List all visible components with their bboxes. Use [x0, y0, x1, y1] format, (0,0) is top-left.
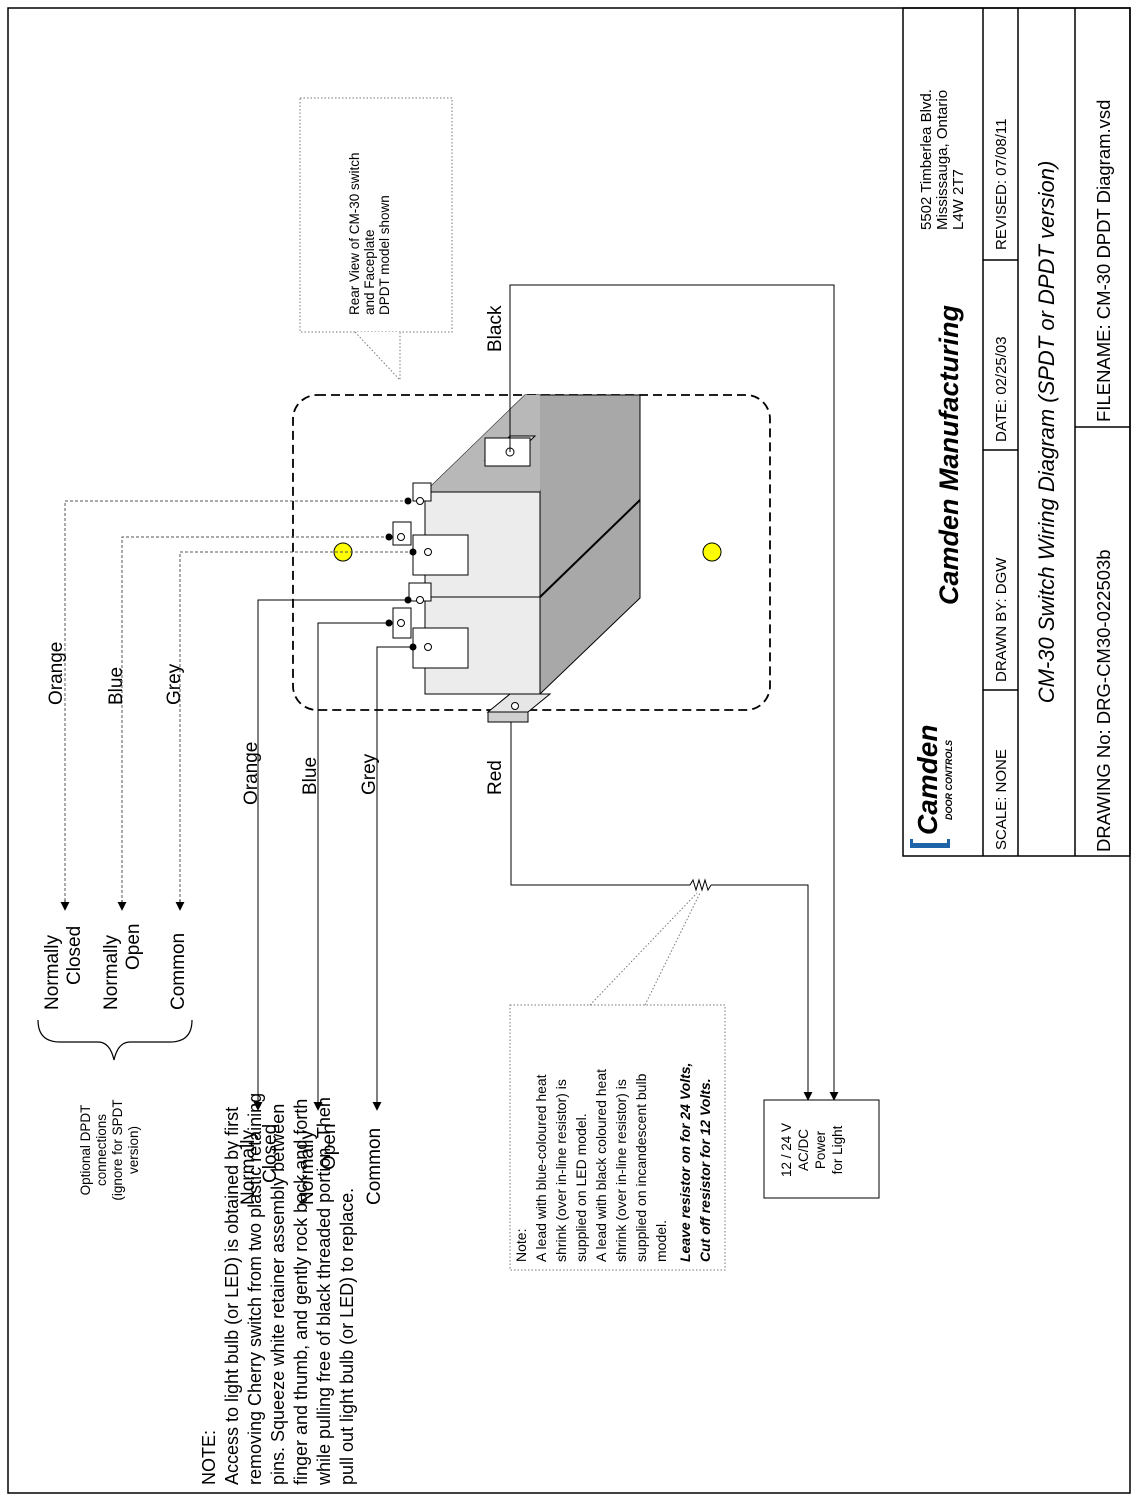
logo-subtitle: DOOR CONTROLS	[944, 740, 954, 820]
access-note-line: while pulling free of black threaded por…	[314, 1097, 334, 1486]
callout-line-3: DPDT model shown	[377, 195, 392, 315]
black-wire-label: Black	[485, 305, 506, 352]
note-line: A lead with black coloured heat	[593, 1069, 609, 1262]
note-line: supplied on LED model.	[573, 1113, 589, 1262]
note-line: Cut off resistor for 12 Volts.	[697, 1078, 713, 1262]
drawing-number: DRAWING No: DRG-CM30-022503b	[1093, 549, 1114, 852]
wire-label: Blue	[106, 667, 127, 705]
callout-line-1: Rear View of CM-30 switch	[347, 152, 362, 315]
terminal-label: Normally	[238, 1130, 259, 1205]
terminal-label: Normally	[101, 935, 122, 1010]
power-line: for Light	[830, 1125, 845, 1174]
access-note-line: pull out light bulb (or LED) to replace.	[337, 1188, 357, 1485]
black-wire	[509, 284, 839, 1101]
terminal-label: Closed	[64, 926, 85, 985]
rear-view-callout: Rear View of CM-30 switch and Faceplate …	[299, 97, 453, 382]
note-line: supplied on incandescent bulb	[633, 1073, 649, 1262]
led-indicator	[702, 542, 722, 562]
note-line: Leave resistor on for 24 Volts,	[677, 1063, 693, 1262]
power-line: Power	[813, 1130, 828, 1169]
logo-name: Camden	[912, 725, 943, 835]
wire-label: Blue	[300, 757, 321, 795]
terminal-upper-com	[412, 534, 469, 576]
access-note-line: pins. Squeeze white retainer assembly be…	[268, 1104, 288, 1485]
title-block: Camden DOOR CONTROLS Camden Manufacturin…	[902, 7, 1131, 857]
note-line: A lead with blue-coloured heat	[533, 1074, 549, 1262]
red-wire-label: Red	[485, 760, 506, 795]
dpdt-wires-dashed	[64, 500, 413, 908]
dpdt-brace	[37, 1019, 193, 1061]
red-wire	[510, 722, 813, 1101]
company-name: Camden Manufacturing	[934, 304, 964, 605]
terminal-labels-upper: Normally Closed Normally Open Common	[42, 924, 189, 1010]
optional-note-line: Optional DPDT	[78, 1105, 93, 1196]
access-note-line: finger and thumb, and gently rock back a…	[291, 1099, 311, 1485]
wire-label: Orange	[241, 742, 262, 805]
filename-field: FILENAME: CM-30 DPDT Diagram.vsd	[1093, 100, 1114, 422]
spdt-junctions	[385, 596, 417, 651]
power-line: AC/DC	[796, 1129, 811, 1171]
drawing-title: CM-30 Switch Wiring Diagram (SPDT or DPD…	[1034, 161, 1059, 704]
callout-line-2: and Faceplate	[362, 229, 377, 315]
terminal-label: Closed	[260, 1124, 281, 1183]
optional-note-line: version)	[126, 1126, 141, 1174]
terminal-label: Normally	[42, 935, 63, 1010]
wire-label: Grey	[359, 753, 380, 795]
note-line: Note:	[513, 1229, 529, 1262]
camden-logo: Camden DOOR CONTROLS	[910, 725, 954, 848]
power-box: 12 / 24 V AC/DC Power for Light	[763, 1099, 880, 1199]
date-field: DATE: 02/25/03	[993, 336, 1010, 442]
access-note: NOTE: Access to light bulb (or LED) is o…	[199, 1093, 357, 1486]
note-line: model.	[653, 1220, 669, 1262]
switch-body	[333, 394, 722, 723]
spdt-wires-solid	[253, 599, 413, 1111]
terminal-label: Common	[168, 933, 189, 1010]
revised-field: REVISED: 07/08/11	[993, 119, 1010, 250]
optional-note-line: (ignore for SPDT	[110, 1099, 125, 1200]
address-line-2: Mississauga, Ontario	[934, 90, 951, 230]
terminal-label: Normally	[297, 1130, 318, 1205]
wire-label: Orange	[46, 642, 67, 705]
optional-note-line: connections	[94, 1114, 109, 1186]
drawn-by-field: DRAWN BY: DGW	[993, 557, 1010, 682]
terminal-label: Open	[123, 924, 144, 970]
terminal-label: Open	[319, 1124, 340, 1170]
note-line: shrink (over in-line resistor) is	[613, 1079, 629, 1262]
wire-labels-upper: Orange Blue Grey	[46, 642, 185, 705]
access-note-line: Access to light bulb (or LED) is obtaine…	[222, 1107, 242, 1485]
address-line-1: 5502 Timberlea Blvd.	[918, 89, 935, 230]
note-line: shrink (over in-line resistor) is	[553, 1079, 569, 1262]
access-note-line: NOTE:	[199, 1430, 219, 1485]
power-line: 12 / 24 V	[779, 1123, 794, 1177]
wire-labels-lower: Orange Blue Grey	[241, 742, 380, 805]
terminal-label: Common	[364, 1128, 385, 1205]
address-line-3: L4W 2T7	[950, 169, 967, 230]
terminal-labels-lower: Normally Closed Normally Open Common	[238, 1124, 385, 1205]
scale-field: SCALE: NONE	[993, 749, 1010, 850]
access-note-line: removing Cherry switch from two plastic …	[245, 1093, 265, 1485]
terminal-lower-com	[412, 627, 469, 669]
optional-dpdt-note: Optional DPDT connections (ignore for SP…	[78, 1099, 141, 1200]
dpdt-junctions	[385, 497, 417, 556]
resistor-note: Note: A lead with blue-coloured heat shr…	[509, 892, 726, 1271]
dpdt-wire-arrows	[60, 900, 185, 911]
wire-label: Grey	[164, 663, 185, 705]
